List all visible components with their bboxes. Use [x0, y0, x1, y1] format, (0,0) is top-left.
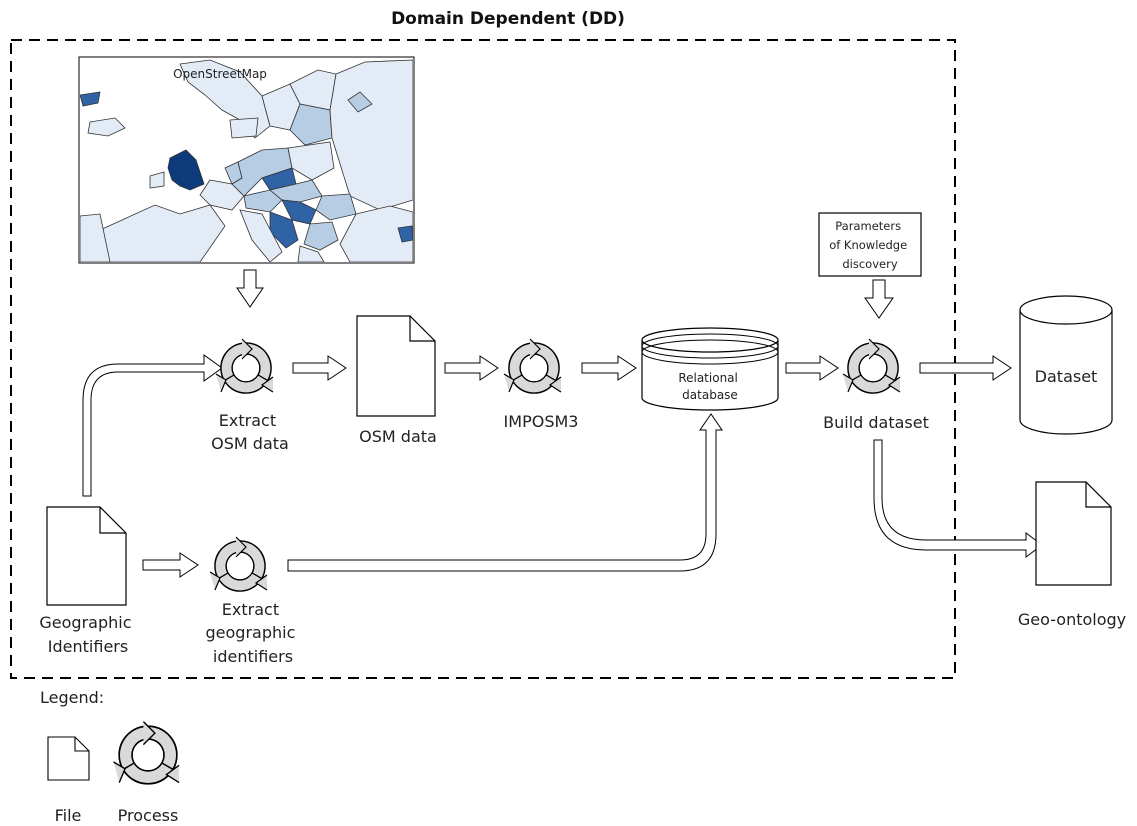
process-cycle-icon [112, 720, 180, 785]
geo-ontology-label: Geo-ontology [1018, 610, 1126, 629]
db-to-build-arrow [785, 355, 839, 381]
build-to-dataset-arrow [919, 355, 1012, 381]
svg-text:Dataset: Dataset [1035, 367, 1098, 386]
diagram-title: Domain Dependent (DD) [391, 9, 625, 29]
process-cycle-icon [215, 338, 274, 394]
openstreetmap-map: OpenStreetMap [78, 56, 415, 264]
build-dataset-label: Build dataset [823, 413, 929, 432]
geo-ids-to-extract-osm-arrow [82, 354, 223, 497]
domain-dependent-boundary [10, 39, 956, 679]
legend-file-label: File [55, 806, 82, 825]
file-icon [1035, 481, 1112, 586]
map-to-extract-arrow [236, 269, 264, 308]
process-cycle-icon [842, 338, 901, 394]
relational-database: Relational database [641, 327, 779, 411]
extract-geo-to-db-arrow [287, 413, 723, 572]
build-to-geo-ontology-arrow [873, 439, 1043, 558]
parameters-to-build-arrow [864, 279, 894, 319]
file-icon [47, 736, 90, 781]
parameters-box [818, 212, 922, 277]
extract-osm-label: Extract OSM data [211, 411, 289, 453]
legend-title: Legend: [40, 688, 104, 707]
imposm3-to-db-arrow [581, 355, 637, 381]
legend: Legend: File Process [40, 688, 180, 825]
map-title: OpenStreetMap [173, 67, 267, 81]
imposm3-label: IMPOSM3 [504, 412, 579, 431]
svg-text:Relational database: Relational database [678, 371, 741, 402]
parameters-label: Parameters of Knowledge discovery [829, 219, 911, 271]
process-cycle-icon [503, 338, 562, 394]
extract-to-osmdata-arrow [292, 355, 347, 381]
dataset-cylinder: Dataset [1019, 295, 1113, 435]
osm-data-label: OSM data [359, 427, 437, 446]
file-icon [46, 506, 127, 606]
legend-process-label: Process [118, 806, 179, 825]
extract-geographic-identifiers-label: Extract geographic identifiers [206, 600, 301, 666]
osmdata-to-imposm3-arrow [444, 355, 499, 381]
geographic-identifiers-label: Geographic Identifiers [39, 613, 136, 656]
process-cycle-icon [209, 536, 268, 592]
file-icon [356, 315, 436, 417]
geo-ids-to-extract-geo-arrow [142, 552, 199, 578]
